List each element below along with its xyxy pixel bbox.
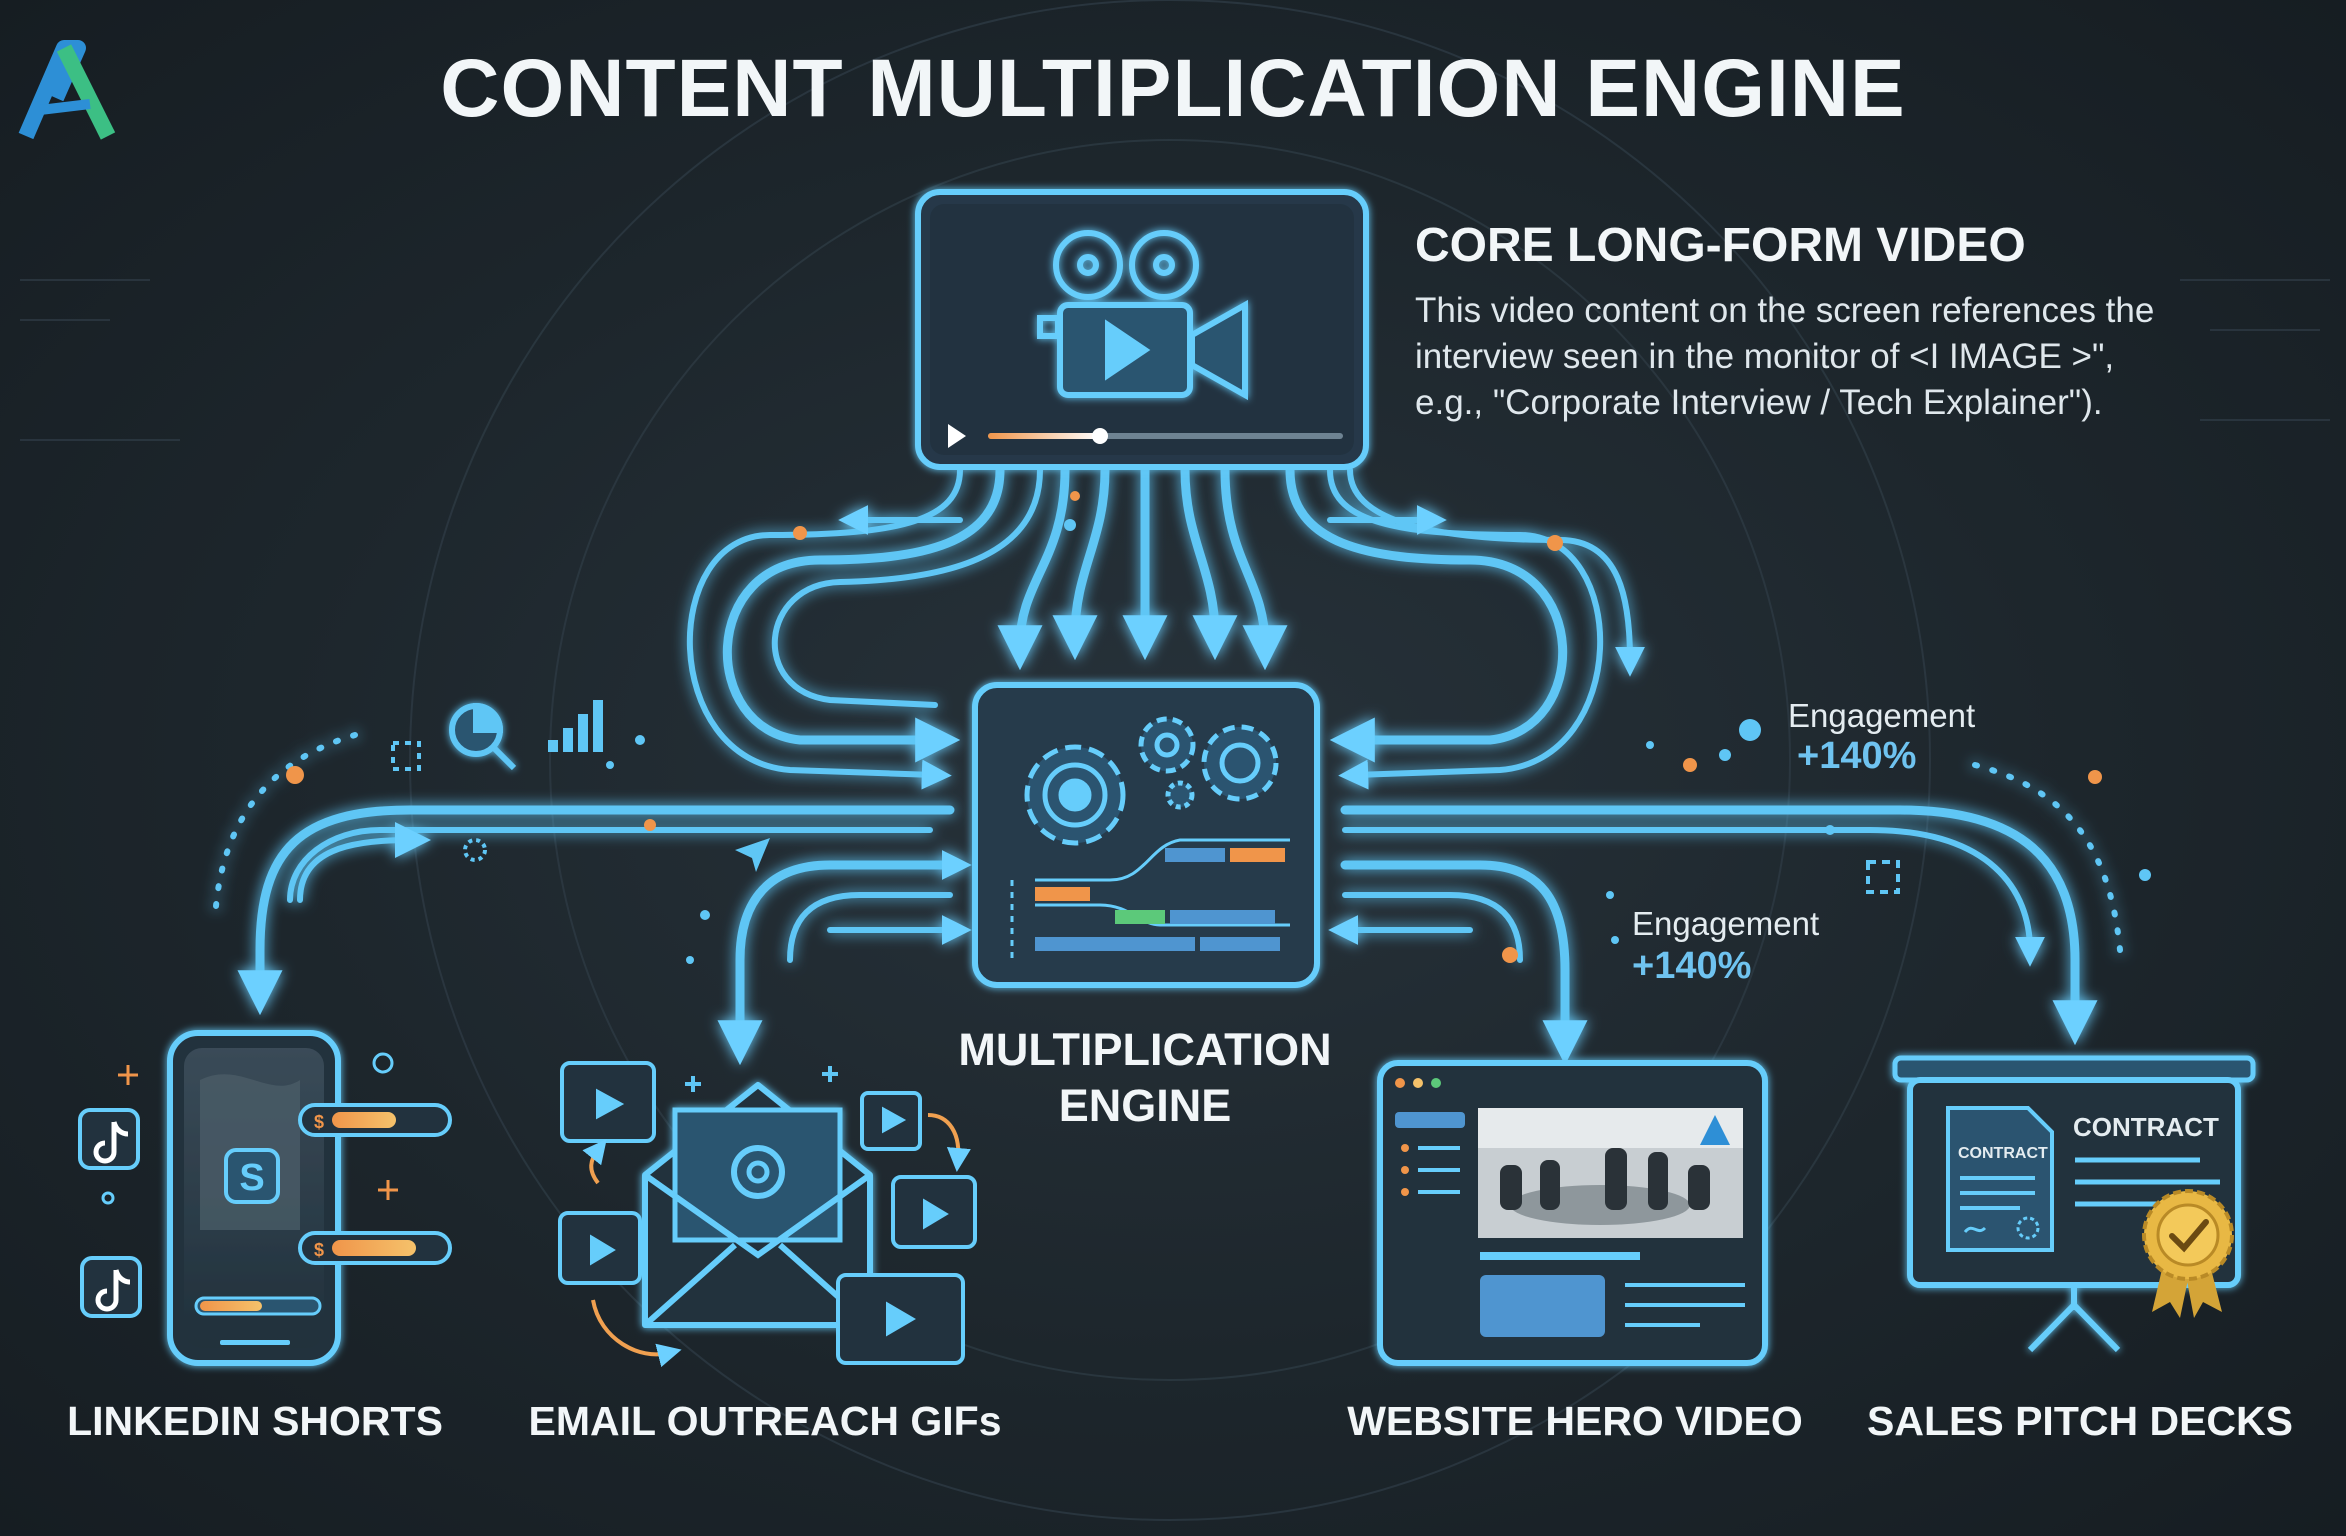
output-label-linkedin-shorts: LINKEDIN SHORTS <box>40 1398 470 1445</box>
pie-chart-magnifier-icon <box>452 706 514 768</box>
flow-down-3 <box>1185 470 1215 635</box>
flow-to-linkedin-arc <box>215 735 355 920</box>
svg-text:$: $ <box>314 1112 324 1132</box>
core-video-description: This video content on the screen referen… <box>1415 288 2175 426</box>
flow-down-4 <box>1020 470 1065 645</box>
output-label-sales-pitch: SALES PITCH DECKS <box>1855 1398 2305 1445</box>
engagement-caption: Engagement <box>1632 905 1819 943</box>
engine-label: MULTIPLICATION ENGINE <box>920 1022 1370 1134</box>
flow-to-email <box>740 865 950 1040</box>
award-seal-icon <box>2144 1191 2232 1318</box>
engagement-value: +140% <box>1797 735 1916 778</box>
engagement-value: +140% <box>1632 945 1751 988</box>
svg-text:$: $ <box>314 1240 324 1260</box>
output-label-website-hero: WEBSITE HERO VIDEO <box>1315 1398 1835 1445</box>
flow-to-linkedin <box>260 810 950 990</box>
browser-window-icon <box>1380 1063 1765 1363</box>
bar-chart-icon <box>548 700 603 752</box>
page-title: CONTENT MULTIPLICATION ENGINE <box>0 42 2346 136</box>
flow-down-5 <box>1225 470 1265 645</box>
flow-to-website <box>1345 865 1565 1040</box>
flow-right-loop-1 <box>1290 470 1563 740</box>
contract-board-label: CONTRACT <box>2073 1112 2219 1143</box>
paper-plane-icon <box>735 838 770 872</box>
svg-text:S: S <box>239 1157 264 1199</box>
output-label-email-outreach: EMAIL OUTREACH GIFs <box>510 1398 1020 1445</box>
phone-icon: S <box>170 1033 338 1363</box>
core-video-heading: CORE LONG-FORM VIDEO <box>1415 218 2026 273</box>
contract-doc-label: CONTRACT <box>1958 1145 2048 1163</box>
tiktok-icon <box>82 1258 140 1316</box>
engagement-caption: Engagement <box>1788 697 1975 735</box>
tiktok-icon <box>80 1110 138 1168</box>
flow-left-in-1 <box>775 470 1040 705</box>
